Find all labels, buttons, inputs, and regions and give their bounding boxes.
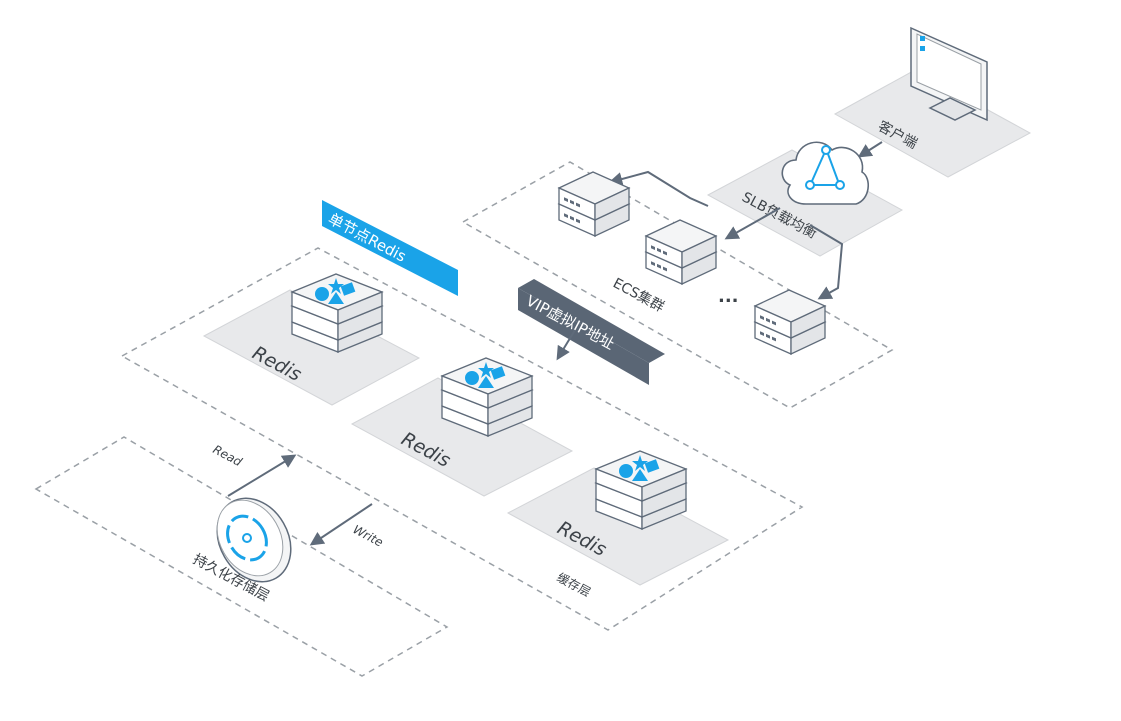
ecs-server-1-icon — [558, 171, 630, 237]
redis-1-plate — [202, 289, 421, 406]
cache-layer-label: 缓存层 — [555, 570, 593, 599]
redis-3-plate — [506, 467, 730, 586]
read-arrow — [227, 454, 297, 497]
single-node-redis-label: 单节点Redis — [325, 210, 409, 266]
slb-to-ecs-lines — [608, 170, 844, 300]
redis-2-plate — [350, 377, 574, 497]
vip-arrow — [556, 329, 576, 361]
disk-icon — [216, 497, 292, 583]
read-label: Read — [211, 442, 245, 469]
client-to-slb-arrow — [857, 141, 883, 158]
write-arrow — [309, 503, 373, 546]
ecs-cluster-zone — [461, 161, 894, 409]
ecs-server-3-icon — [754, 289, 826, 355]
ecs-ellipsis: ... — [718, 286, 739, 307]
single-node-redis-ribbon — [322, 200, 458, 296]
cloud-network-icon — [781, 141, 869, 205]
monitor-icon — [910, 26, 988, 122]
client-plate — [833, 69, 1032, 178]
write-label: Write — [351, 522, 386, 549]
vip-ribbon — [518, 279, 665, 363]
cache-layer-zone — [120, 247, 804, 631]
ecs-cluster-label: ECS集群 — [610, 275, 667, 316]
ecs-server-2-icon — [645, 219, 717, 285]
persistence-layer-zone — [34, 436, 449, 677]
